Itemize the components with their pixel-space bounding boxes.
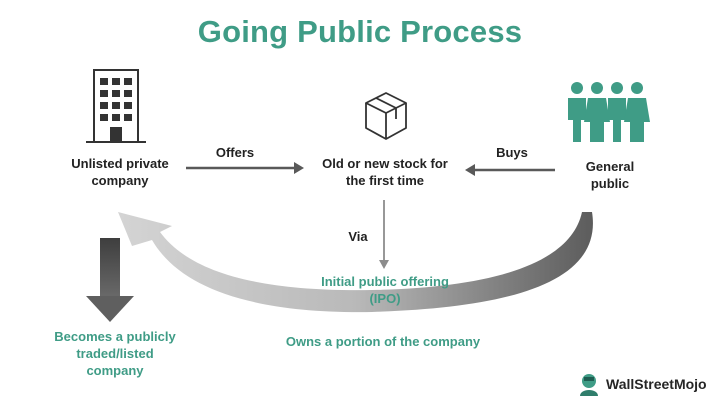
node-unlisted-company: Unlisted private company [55,155,185,189]
offers-arrow [186,162,304,174]
brand-name: WallStreetMojo [606,376,707,392]
node-label-line: Initial public offering [321,274,449,289]
brand-mark: WallStreetMojo [576,372,707,396]
buys-arrow [465,164,555,176]
node-general-public: General public [565,158,655,192]
node-label-line: Becomes a publicly [54,329,176,344]
edge-label-via: Via [348,229,368,244]
building-icon [86,69,146,143]
node-label-line: the first time [345,173,424,188]
via-arrow [379,200,389,269]
node-label-line: company [91,173,149,188]
node-label-line: company [86,363,144,378]
node-label-line: public [590,176,630,191]
node-label-line: traded/listed [76,346,154,361]
page-title: Going Public Process [197,14,523,49]
wallstreetmojo-logo-icon [580,374,598,396]
box-icon [365,92,407,140]
edge-label-offers: Offers [215,145,255,160]
edge-label-owns: Owns a portion of the company [285,334,481,349]
node-label-line: (IPO) [369,291,401,306]
people-icon [568,82,650,142]
node-label-line: Old or new stock for [322,156,448,171]
node-label-line: Unlisted private [71,156,169,171]
ownership-curve-arrow [118,212,593,313]
listing-down-arrow [86,238,134,322]
node-listed-company: Becomes a publicly traded/listed company [40,328,190,379]
node-label-line: General [585,159,635,174]
node-stock: Old or new stock for the first time [300,155,470,189]
node-ipo: Initial public offering (IPO) [295,273,475,307]
edge-label-buys: Buys [496,145,528,160]
